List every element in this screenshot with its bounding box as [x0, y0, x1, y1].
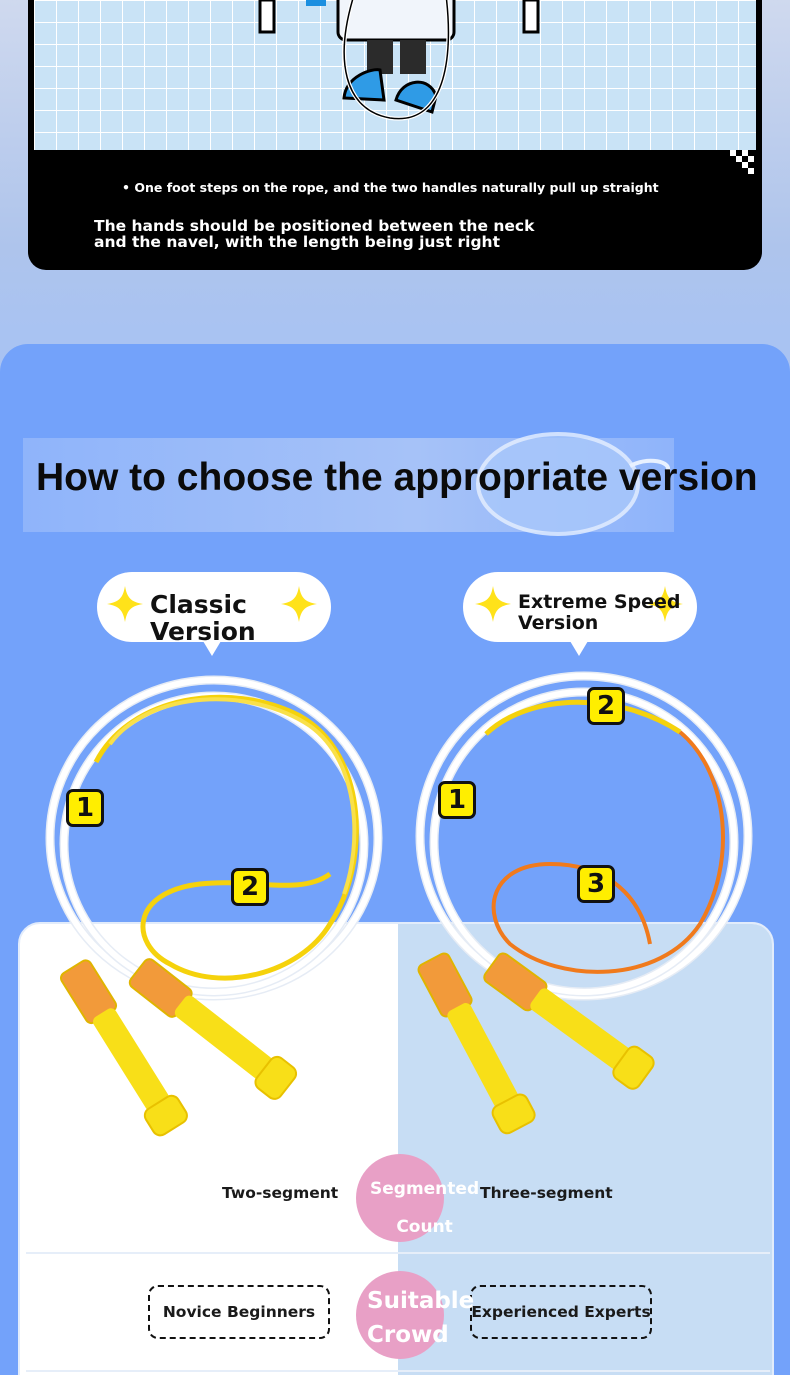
speed-version-bubble: Extreme Speed Version	[463, 572, 697, 656]
row-divider	[26, 1370, 770, 1372]
sparkle-star-icon	[647, 586, 683, 622]
section-heading: How to choose the appropriate version	[36, 456, 758, 499]
speed-segment-badge-2: 2	[587, 687, 625, 725]
segment-count-circle	[356, 1154, 444, 1242]
version-comparison-card: How to choose the appropriate version Tw…	[0, 344, 790, 1375]
jump-rope-illustrations	[45, 671, 753, 1137]
instruction-panel: • One foot steps on the rope, and the tw…	[28, 0, 762, 270]
sparkle-star-icon	[475, 586, 511, 622]
classic-jump-rope	[45, 675, 383, 1137]
classic-crowd-box: Novice Beginners	[148, 1285, 330, 1339]
bullet-dot-icon: •	[122, 180, 130, 195]
row-divider	[26, 1252, 770, 1254]
classic-segment-count: Two-segment	[222, 1184, 339, 1202]
hand-position-tip: The hands should be positioned between t…	[94, 217, 535, 251]
illustration-screen	[34, 0, 756, 150]
rope-coil-decoration	[476, 432, 670, 536]
speed-segment-badge-3: 3	[577, 865, 615, 903]
speed-suitable-crowd: Experienced Experts	[471, 1303, 651, 1321]
segmented-count-label: Segmented Count	[370, 1179, 480, 1237]
speed-segment-count: Three-segment	[480, 1184, 613, 1202]
person-illustration	[258, 0, 540, 121]
speed-crowd-box: Experienced Experts	[470, 1285, 652, 1339]
suitable-crowd-label: Suitable Crowd	[367, 1288, 475, 1348]
speed-jump-rope	[415, 671, 753, 1135]
sparkle-star-icon	[281, 586, 317, 622]
classic-segment-badge-2: 2	[231, 868, 269, 906]
speed-segment-badge-1: 1	[438, 781, 476, 819]
classic-segment-badge-1: 1	[66, 789, 104, 827]
foot-step-tip: • One foot steps on the rope, and the tw…	[122, 180, 659, 195]
suitable-crowd-circle	[356, 1271, 444, 1359]
classic-version-bubble: Classic Version	[97, 572, 331, 656]
pixel-corner-decoration	[730, 150, 754, 174]
speed-version-title: Extreme Speed Version	[518, 591, 681, 634]
sparkle-star-icon	[107, 586, 143, 622]
classic-suitable-crowd: Novice Beginners	[162, 1303, 316, 1321]
